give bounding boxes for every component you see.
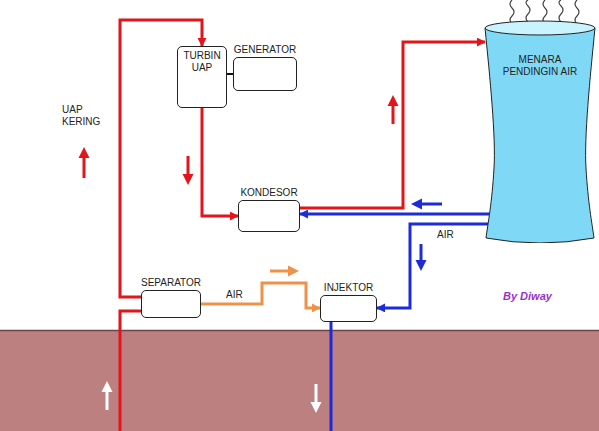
steam-wisp [526,0,530,22]
flow-arrow-head [311,402,322,413]
box-text: MENARA PENDINGIN AIR [495,54,585,78]
box-heading: KONDESOR [215,187,323,199]
brine-pipe [201,283,320,308]
box-text: TURBIN UAP [178,47,226,74]
injection-well-pipe [330,322,333,431]
steam-wisp [543,0,547,24]
flow-arrow [83,156,86,178]
flow-arrow-head [288,266,299,277]
steam-wisp [575,0,579,24]
separator-box: SEPARATOR [141,290,201,318]
flow-arrow [420,244,423,262]
ground [0,330,599,431]
box-heading: GENERATOR [210,44,320,56]
flow-arrow-head [388,95,399,106]
tower-opening [485,21,595,35]
steam-wisp [510,0,514,24]
flow-arrow-head [102,381,113,392]
watermark: By Diway [503,290,552,302]
generator-box: GENERATOR [233,57,297,91]
exhaust-steam-pipe [202,108,238,216]
cooling-water-pipe [300,212,489,215]
production-well-pipe [120,311,141,431]
flow-arrow-head [79,147,90,158]
flow-arrows [79,95,443,413]
ground-surface [0,330,599,332]
flow-arrow-head [411,199,422,210]
cooling-tower: MENARA PENDINGIN AIR [482,18,598,243]
flow-arrow [270,270,290,273]
flow-arrow [106,390,109,410]
flow-arrow-head [416,260,427,271]
flow-label: AIR [437,229,454,241]
flow-arrow [187,156,190,176]
box-heading: INJEKTOR [297,282,400,294]
cooling-tower-shape [482,18,598,243]
turbine-box: TURBIN UAP [177,46,227,108]
steam [510,0,579,24]
box-heading: SEPARATOR [118,277,224,289]
return-water-pipe [377,224,488,308]
flow-arrow-head [183,174,194,185]
warm-water-pipe [300,42,485,208]
flow-arrow [392,104,395,124]
flow-label: AIR [226,289,243,301]
flow-arrow [315,384,318,404]
condenser-box: KONDESOR [238,200,300,232]
steam-wisp [559,0,563,22]
flow-arrow [420,203,442,206]
tower-body [485,28,595,243]
flow-label: UAP KERING [62,104,108,128]
injector-box: INJEKTOR [320,295,377,322]
